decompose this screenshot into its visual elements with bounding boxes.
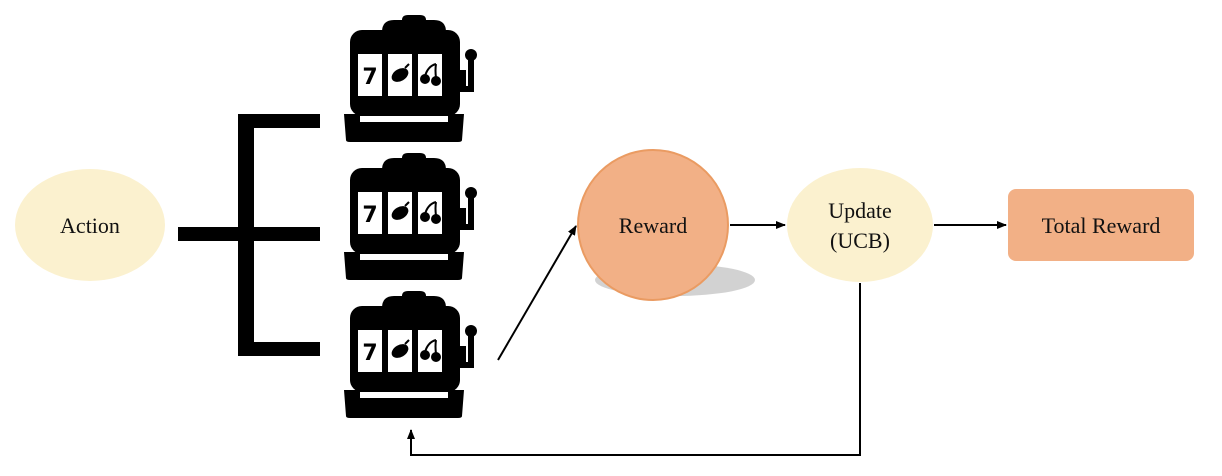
update-label-line2: (UCB) [830,228,890,253]
arrow-machine-to-reward [497,225,577,361]
reward-label: Reward [619,213,687,238]
bracket-connector [178,114,320,356]
action-node: Action [15,169,165,281]
update-label-line1: Update [828,198,892,223]
reel-seven: 7 [362,203,377,228]
slot-machine-icon-3: 7 [344,291,477,418]
total-reward-label: Total Reward [1042,213,1161,238]
reel-seven: 7 [362,341,377,366]
reward-node: Reward [577,149,755,301]
update-node: Update (UCB) [787,168,933,282]
feedback-loop-arrow [407,283,861,456]
total-reward-node: Total Reward [1008,189,1194,261]
slot-machine-icon-2: 7 [344,153,477,280]
slot-machine-icon-1: 7 [344,15,477,142]
action-label: Action [60,213,120,238]
reel-seven: 7 [362,65,377,90]
